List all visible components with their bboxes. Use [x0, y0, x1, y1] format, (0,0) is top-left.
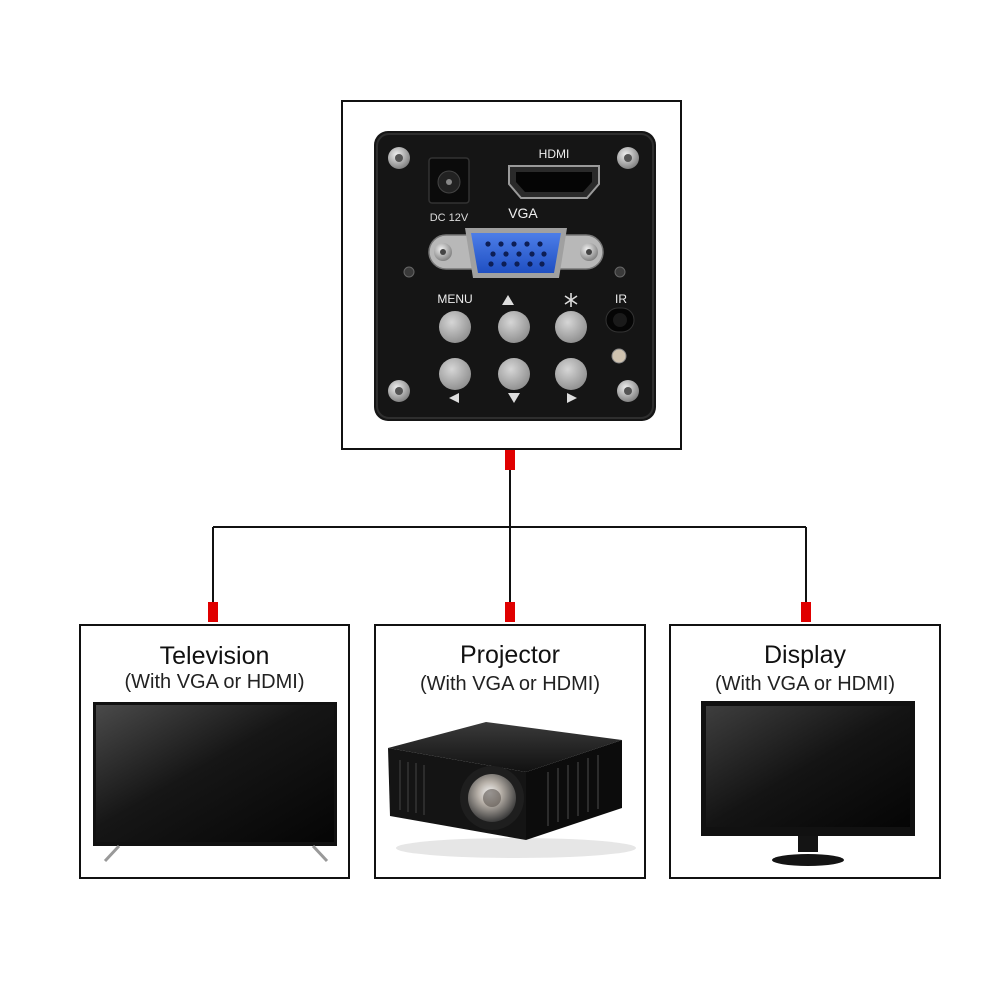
small-screw-icon	[403, 266, 415, 278]
vga-label: VGA	[508, 205, 538, 221]
display-subtitle: (With VGA or HDMI)	[714, 673, 895, 695]
red-plug-display	[801, 602, 811, 622]
up-button[interactable]	[498, 311, 530, 343]
vga-port	[428, 228, 604, 278]
screw-icon	[388, 380, 410, 402]
up-arrow-icon	[502, 295, 514, 305]
television-frame: Television (With VGA or HDMI)	[79, 624, 350, 879]
status-led	[611, 348, 627, 364]
camera-back-panel: DC 12V HDMI VGA MENU	[374, 131, 656, 421]
dc-power-jack	[428, 157, 470, 204]
tv-stand-right	[311, 844, 329, 863]
ir-sensor	[605, 307, 635, 333]
left-button[interactable]	[439, 358, 471, 390]
red-plug-top	[505, 450, 515, 470]
monitor-neck	[798, 836, 818, 852]
projector-title: Projector	[459, 641, 561, 669]
projector-illustration	[388, 722, 636, 858]
ir-label: IR	[615, 292, 627, 306]
red-plug-television	[208, 602, 218, 622]
right-button[interactable]	[555, 358, 587, 390]
television-illustration	[93, 702, 337, 863]
projector-subtitle: (With VGA or HDMI)	[419, 673, 600, 695]
right-arrow-icon	[567, 393, 577, 403]
left-arrow-icon	[449, 393, 459, 403]
tv-stand-left	[103, 844, 121, 863]
hdmi-label: HDMI	[539, 147, 570, 161]
projector-shadow	[396, 838, 636, 858]
dc-label: DC 12V	[430, 212, 469, 224]
freeze-button[interactable]	[555, 311, 587, 343]
projector-frame: Projector (With VGA or HDMI)	[374, 624, 646, 879]
menu-button[interactable]	[439, 311, 471, 343]
snowflake-icon	[564, 293, 578, 307]
television-subtitle: (With VGA or HDMI)	[124, 671, 305, 693]
display-frame: Display (With VGA or HDMI)	[669, 624, 941, 879]
hdmi-port	[508, 165, 600, 199]
television-title: Television	[159, 642, 270, 670]
small-screw-icon	[614, 266, 626, 278]
monitor-screen	[706, 706, 910, 827]
display-title: Display	[764, 641, 846, 669]
down-button[interactable]	[498, 358, 530, 390]
down-arrow-icon	[508, 393, 520, 403]
projector-vents	[399, 755, 599, 826]
red-plug-projector	[505, 602, 515, 622]
tv-screen	[96, 705, 334, 842]
screw-icon	[617, 380, 639, 402]
menu-label: MENU	[437, 292, 472, 306]
monitor-base	[772, 854, 844, 866]
screw-icon	[617, 147, 639, 169]
screw-icon	[388, 147, 410, 169]
camera-frame: DC 12V HDMI VGA MENU	[341, 100, 682, 450]
display-illustration	[701, 701, 915, 866]
